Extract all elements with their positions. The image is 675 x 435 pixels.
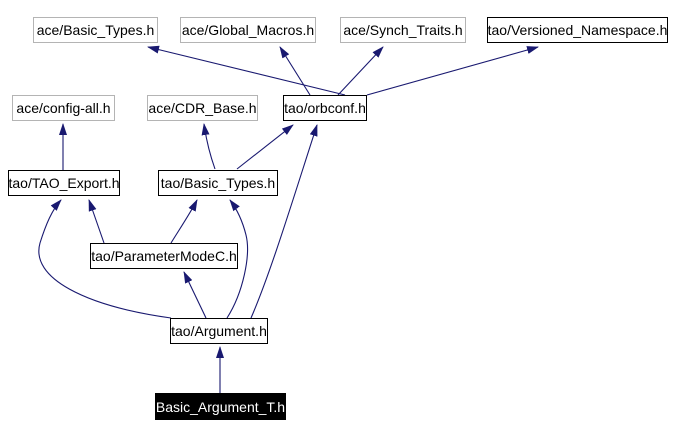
node-tao-parametermodec[interactable]: tao/ParameterModeC.h [90, 243, 238, 269]
edge-tao-basic-types-to-tao-orbconf [236, 124, 294, 170]
node-basic-argument-t: Basic_Argument_T.h [155, 393, 286, 420]
edge-tao-orbconf-to-ace-global-macros [279, 46, 311, 96]
node-tao-argument[interactable]: tao/Argument.h [170, 318, 268, 344]
edge-tao-parametermodec-to-tao-basic-types [170, 199, 198, 244]
edge-tao-orbconf-to-ace-basic-types [147, 45, 346, 96]
edge-tao-argument-to-tao-basic-types [226, 199, 249, 319]
edge-tao-argument-to-tao-orbconf [250, 124, 318, 319]
node-ace-basic-types[interactable]: ace/Basic_Types.h [33, 17, 158, 43]
edge-tao-parametermodec-to-tao-tao-export [88, 199, 105, 244]
edge-tao-orbconf-to-ace-synch-traits [337, 46, 384, 96]
node-tao-versioned-namespace[interactable]: tao/Versioned_Namespace.h [487, 17, 668, 43]
node-tao-tao-export[interactable]: tao/TAO_Export.h [8, 170, 120, 196]
node-ace-config-all[interactable]: ace/config-all.h [12, 95, 115, 121]
edge-tao-orbconf-to-tao-versioned-namespace [366, 46, 539, 96]
node-tao-orbconf[interactable]: tao/orbconf.h [283, 95, 367, 121]
node-ace-cdr-base[interactable]: ace/CDR_Base.h [147, 95, 258, 121]
node-ace-global-macros[interactable]: ace/Global_Macros.h [180, 17, 316, 43]
node-ace-synch-traits[interactable]: ace/Synch_Traits.h [340, 17, 466, 43]
node-tao-basic-types[interactable]: tao/Basic_Types.h [158, 170, 278, 196]
edge-tao-basic-types-to-ace-cdr-base [201, 123, 216, 170]
edge-tao-argument-to-tao-tao-export [38, 199, 172, 319]
edge-tao-argument-to-tao-parametermodec [183, 271, 207, 319]
